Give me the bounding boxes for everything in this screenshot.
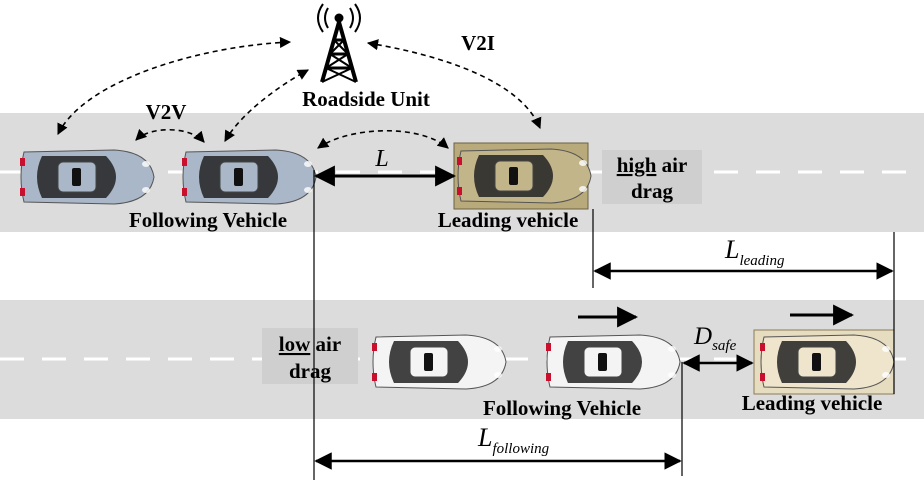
following-vehicle-bottom-rear bbox=[371, 334, 507, 390]
low-air-drag-box bbox=[262, 328, 358, 384]
following-vehicle-top-front bbox=[181, 149, 317, 205]
following-vehicle-top-label: Following Vehicle bbox=[129, 208, 287, 232]
v2i-link-front-following-car bbox=[224, 69, 309, 142]
leading-vehicle-bottom bbox=[753, 329, 895, 395]
following-vehicle-top-rear bbox=[19, 149, 155, 205]
high-air-drag-line1: high air bbox=[617, 153, 688, 177]
distance-L-label: L bbox=[374, 146, 388, 172]
distance-D-safe-label: Dsafe bbox=[693, 323, 737, 354]
v2v-label: V2V bbox=[146, 100, 187, 124]
leading-vehicle-top-label: Leading vehicle bbox=[438, 208, 579, 232]
roadside-unit-label: Roadside Unit bbox=[302, 87, 430, 111]
low-air-drag-line2: drag bbox=[289, 359, 332, 383]
following-vehicle-bottom-label: Following Vehicle bbox=[483, 396, 641, 420]
distance-L-following-label: Lfollowing bbox=[477, 423, 550, 457]
high-air-drag-line2: drag bbox=[631, 179, 674, 203]
v2i-link-leading-vehicle bbox=[366, 39, 542, 130]
high-air-drag-box bbox=[602, 150, 702, 204]
leading-vehicle-bottom-label: Leading vehicle bbox=[742, 391, 883, 415]
distance-L-leading-label: Lleading bbox=[724, 235, 785, 269]
v2i-label: V2I bbox=[461, 31, 495, 55]
roadside-unit-tower-icon bbox=[317, 3, 361, 83]
low-air-drag-line1: low air bbox=[279, 332, 341, 356]
leading-vehicle-top bbox=[453, 142, 592, 210]
v2v-link bbox=[135, 128, 205, 143]
following-vehicle-bottom-front bbox=[545, 334, 681, 390]
